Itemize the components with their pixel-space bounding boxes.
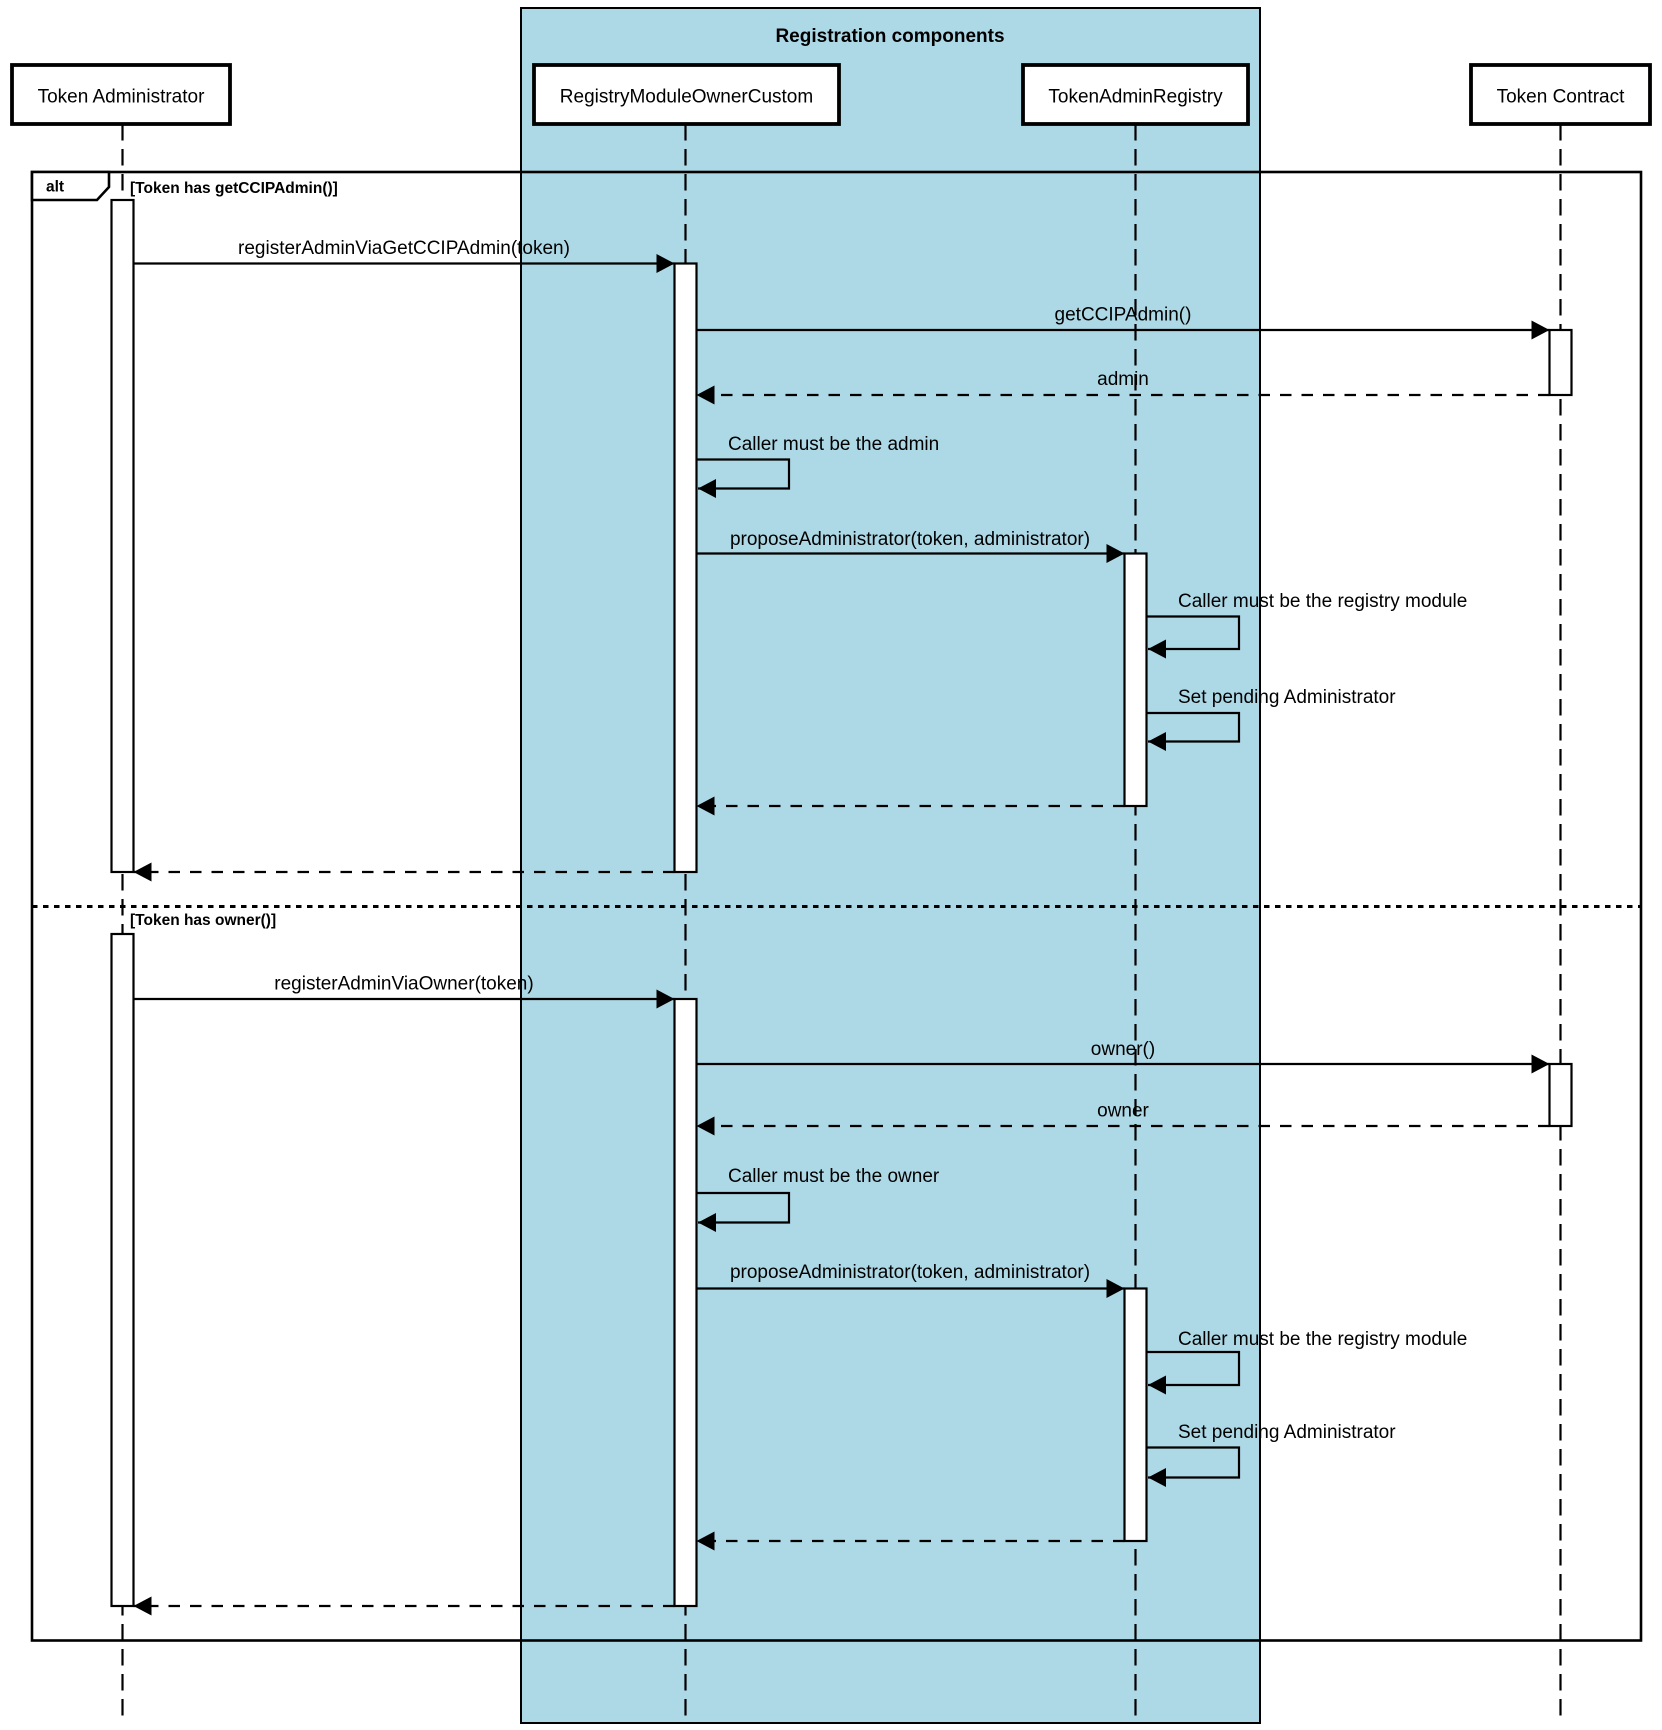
svg-text:TokenAdminRegistry: TokenAdminRegistry	[1048, 87, 1223, 108]
svg-text:owner: owner	[1097, 1101, 1149, 1122]
svg-text:Set pending Administrator: Set pending Administrator	[1178, 687, 1396, 708]
svg-text:alt: alt	[46, 179, 64, 196]
svg-text:[Token has getCCIPAdmin()]: [Token has getCCIPAdmin()]	[130, 180, 338, 197]
svg-text:Caller must be the owner: Caller must be the owner	[728, 1166, 940, 1187]
svg-text:getCCIPAdmin(): getCCIPAdmin()	[1055, 305, 1192, 326]
svg-text:owner(): owner()	[1091, 1039, 1155, 1060]
svg-text:Token Contract: Token Contract	[1497, 87, 1626, 108]
svg-text:Token Administrator: Token Administrator	[38, 87, 206, 108]
svg-text:proposeAdministrator(token, ad: proposeAdministrator(token, administrato…	[730, 529, 1090, 550]
svg-text:RegistryModuleOwnerCustom: RegistryModuleOwnerCustom	[560, 87, 813, 108]
svg-text:Set pending Administrator: Set pending Administrator	[1178, 1422, 1396, 1443]
svg-text:admin: admin	[1097, 369, 1149, 390]
svg-text:proposeAdministrator(token, ad: proposeAdministrator(token, administrato…	[730, 1262, 1090, 1283]
svg-text:Registration components: Registration components	[775, 26, 1004, 47]
svg-text:registerAdminViaOwner(token): registerAdminViaOwner(token)	[274, 974, 533, 995]
svg-text:Caller must be the admin: Caller must be the admin	[728, 434, 939, 455]
svg-text:registerAdminViaGetCCIPAdmin(t: registerAdminViaGetCCIPAdmin(token)	[238, 238, 570, 259]
svg-text:Caller must be the registry mo: Caller must be the registry module	[1178, 591, 1467, 612]
svg-text:[Token has owner()]: [Token has owner()]	[130, 912, 276, 929]
svg-text:Caller must be the registry mo: Caller must be the registry module	[1178, 1329, 1467, 1350]
